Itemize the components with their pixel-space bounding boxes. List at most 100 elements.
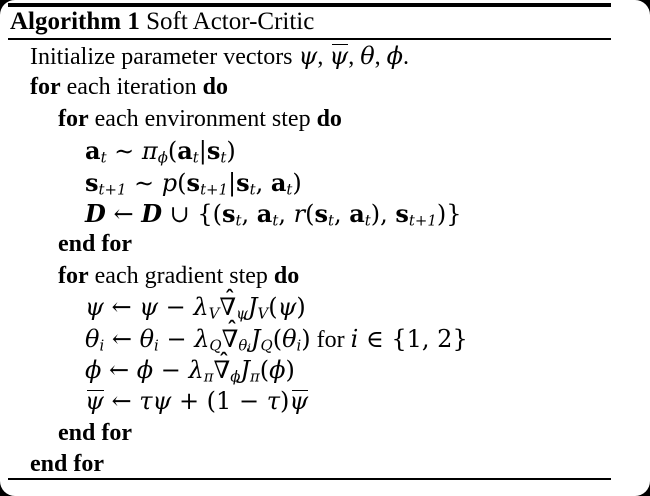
- token: s: [236, 167, 250, 197]
- token: a: [349, 198, 365, 228]
- algorithm-line: for each gradient step do: [0, 261, 650, 292]
- token: t: [249, 180, 256, 199]
- token: ψ: [139, 293, 159, 322]
- algorithm-line: for each iteration do: [0, 72, 650, 103]
- token: −: [153, 355, 189, 384]
- token: (: [268, 293, 278, 322]
- token: i: [99, 336, 105, 355]
- token: J: [250, 324, 261, 353]
- token: a: [270, 167, 287, 197]
- token: θ: [282, 324, 297, 353]
- token: ∼: [126, 168, 162, 197]
- token: i: [247, 341, 251, 355]
- token: ): [279, 387, 290, 416]
- token: ,: [278, 199, 294, 228]
- algorithm-line: ϕ ← ϕ − λπˆ∇ϕJπ(ϕ): [85, 348, 295, 386]
- token: t: [272, 211, 279, 230]
- top-rule: [8, 3, 611, 7]
- token: t+1: [200, 180, 228, 199]
- token: t: [192, 148, 199, 167]
- token: D: [141, 198, 162, 228]
- token: ψ: [236, 304, 248, 323]
- token: ): [301, 324, 311, 353]
- algorithm-line: Initialize parameter vectors ψ, ψ, θ, ϕ.: [0, 41, 650, 72]
- token: s: [314, 198, 328, 228]
- token: s: [85, 167, 99, 197]
- algorithm-title: Soft Actor-Critic: [139, 8, 315, 35]
- token: ): [285, 355, 295, 384]
- token: (: [167, 137, 178, 166]
- token: ): [292, 168, 302, 197]
- token: |: [227, 168, 237, 197]
- token: s: [206, 136, 221, 166]
- bottom-rule: [8, 478, 611, 480]
- token: s: [186, 167, 201, 197]
- token: for: [30, 74, 61, 101]
- token: end for: [30, 451, 104, 478]
- token: π: [141, 137, 158, 166]
- token: i: [350, 324, 359, 353]
- token: D: [85, 198, 106, 228]
- token: ←: [104, 324, 140, 353]
- token: a: [177, 136, 193, 166]
- token: ∇: [213, 355, 231, 384]
- token: for: [58, 105, 89, 132]
- token: τ: [266, 387, 280, 416]
- token: ϕ: [136, 355, 154, 384]
- token: ψ: [85, 293, 104, 322]
- token: t: [220, 148, 227, 167]
- token: |: [198, 137, 207, 166]
- token: ϕ: [386, 42, 403, 70]
- token: ψ: [85, 386, 104, 417]
- token: Q: [260, 336, 273, 355]
- token: t+1: [98, 180, 127, 199]
- token: ,: [241, 199, 257, 228]
- token: t: [286, 180, 293, 199]
- algorithm-line: θi ← θi − λQˆ∇θiJQ(θi) for i ∈ {1, 2}: [85, 317, 468, 355]
- algorithm-line: end for: [0, 229, 650, 260]
- token: ∈: [358, 324, 392, 353]
- header-rule: [8, 38, 611, 40]
- token: (: [272, 324, 283, 353]
- token: .: [403, 44, 409, 70]
- token: each iteration: [60, 74, 203, 101]
- token: {(: [197, 199, 223, 228]
- token: ψ: [329, 41, 348, 72]
- token: λ: [194, 324, 210, 353]
- token: do: [316, 105, 342, 132]
- token: ,: [255, 168, 271, 197]
- token: do: [273, 262, 300, 289]
- algorithm-line: D ← D ∪ {(st, at, r(st, at), st+1)}: [0, 198, 650, 230]
- token: i: [154, 336, 159, 355]
- token: t: [235, 211, 242, 230]
- token: ∇: [221, 324, 239, 353]
- algorithm-header: Algorithm 1 Soft Actor-Critic: [10, 7, 314, 36]
- token: end for: [58, 231, 132, 258]
- token: ): [296, 293, 306, 322]
- token: ψ: [152, 387, 172, 416]
- token: ϕ: [157, 148, 168, 167]
- token: a: [256, 198, 273, 228]
- token: t: [100, 148, 107, 167]
- token: θ: [238, 336, 248, 355]
- token: r: [293, 199, 306, 228]
- token: Q: [209, 336, 222, 355]
- token: each environment step: [88, 105, 317, 132]
- token: −: [158, 293, 194, 322]
- algorithm-line: st+1 ∼ p(st+1|st, at): [0, 167, 650, 199]
- algorithm-line: end for: [0, 449, 650, 480]
- token: V: [257, 304, 269, 323]
- token: ←: [103, 387, 140, 416]
- token: s: [395, 198, 409, 228]
- token: i: [296, 336, 302, 355]
- algorithm-line: ψ ← ψ − λVˆ∇ψJV(ψ): [85, 285, 306, 323]
- token: ,: [317, 44, 330, 70]
- token: Initialize parameter vectors: [30, 44, 299, 70]
- token: (: [259, 355, 270, 384]
- token: ∇: [219, 293, 237, 322]
- token: ∪: [162, 199, 198, 228]
- token: ←: [105, 199, 142, 228]
- token: t: [364, 211, 371, 230]
- token: ,: [333, 199, 350, 228]
